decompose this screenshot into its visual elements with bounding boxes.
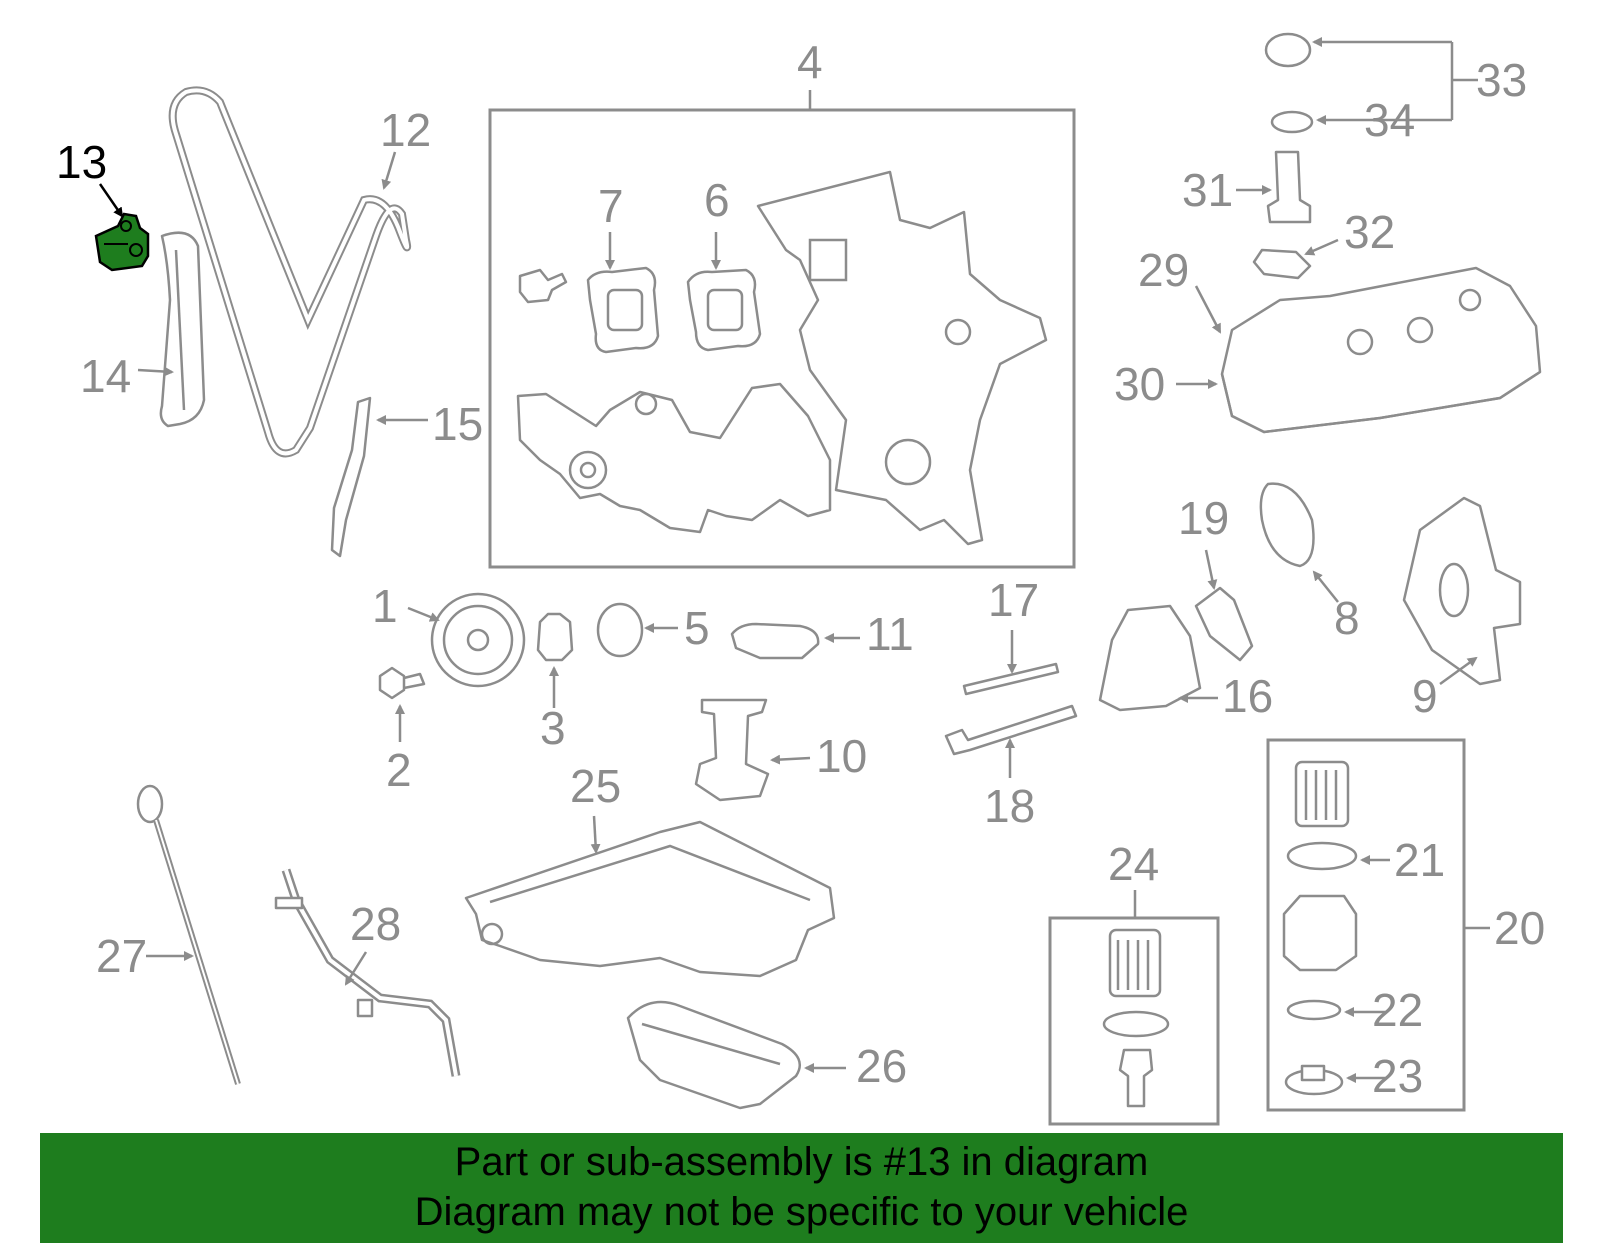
callout-6: 6: [704, 174, 730, 226]
banner-line-disclaimer: Diagram may not be specific to your vehi…: [414, 1190, 1189, 1234]
valve-cover-part-29: [1220, 266, 1542, 434]
callout-16: 16: [1222, 670, 1273, 722]
callout-15: 15: [432, 398, 483, 450]
bolt-part-2: [378, 666, 426, 700]
callout-27: 27: [96, 930, 147, 982]
timing-chain-part-12: [168, 86, 412, 458]
info-banner: Part or sub-assembly is #13 in diagram D…: [40, 1133, 1563, 1243]
banner-line-part: Part or sub-assembly is #13 in diagram: [454, 1140, 1149, 1184]
callout-24: 24: [1108, 838, 1159, 890]
leader-9: [1439, 656, 1478, 686]
group-box-20: [1266, 738, 1466, 1112]
oil-pan-part-26: [626, 1000, 801, 1110]
leader-12: [381, 151, 397, 190]
leader-29: [1194, 285, 1222, 334]
timing-cover-group-4: [516, 170, 1048, 546]
callout-13: 13: [56, 136, 107, 188]
filter-bracket-part-16: [1098, 604, 1202, 712]
callout-33: 33: [1476, 54, 1527, 106]
callout-25: 25: [570, 760, 621, 812]
oil-cap-part-33: [1264, 32, 1312, 68]
leader-14: [137, 366, 174, 377]
oil-filter-group-24: [1102, 928, 1170, 1108]
gear-part-3: [536, 612, 574, 662]
gasket-part-32: [1252, 248, 1312, 280]
callout-26: 26: [856, 1040, 907, 1092]
callout-1: 1: [372, 580, 398, 632]
callout-12: 12: [380, 104, 431, 156]
callout-9: 9: [1412, 670, 1438, 722]
washer-part-34: [1270, 110, 1314, 134]
stud-part-17: [962, 662, 1060, 696]
filler-tube-part-31: [1266, 150, 1312, 224]
callout-4: 4: [797, 36, 823, 88]
callout-10: 10: [816, 730, 867, 782]
callout-20: 20: [1494, 902, 1545, 954]
group-box-4: [488, 108, 1076, 569]
callout-21: 21: [1394, 834, 1445, 886]
gasket-part-19: [1194, 586, 1254, 662]
chain-tensioner-part-13[interactable]: [94, 212, 150, 272]
callout-7: 7: [598, 180, 624, 232]
callout-8: 8: [1334, 592, 1360, 644]
callout-18: 18: [984, 780, 1035, 832]
gasket-part-11: [730, 622, 820, 660]
callout-22: 22: [1372, 984, 1423, 1036]
callout-31: 31: [1182, 164, 1233, 216]
pump-cover-part-9: [1402, 496, 1522, 686]
leader-10: [770, 754, 811, 765]
chain-guide-part-15: [330, 396, 372, 558]
o-ring-part-5: [596, 602, 644, 658]
callout-3: 3: [540, 702, 566, 754]
leader-32: [1304, 238, 1339, 256]
leader-13: [98, 183, 124, 218]
callout-14: 14: [80, 350, 131, 402]
callout-2: 2: [386, 744, 412, 796]
oil-filter-group-20: [1282, 760, 1358, 1096]
leader-19: [1204, 549, 1218, 590]
callout-30: 30: [1114, 358, 1165, 410]
callout-29: 29: [1138, 244, 1189, 296]
strainer-part-10: [694, 698, 770, 802]
oil-pan-part-25: [464, 820, 836, 978]
callout-32: 32: [1344, 206, 1395, 258]
dipstick-tube-part-28: [274, 868, 461, 1077]
callout-5: 5: [684, 602, 710, 654]
callout-34: 34: [1364, 94, 1415, 146]
chain-guide-part-14: [159, 231, 206, 428]
oil-pump-rotor-part-8: [1259, 482, 1315, 568]
dipstick-part-27: [136, 784, 241, 1085]
crank-pulley-part-1: [430, 592, 526, 688]
leader-1: [407, 606, 440, 622]
callout-28: 28: [350, 898, 401, 950]
leader-28: [344, 951, 368, 986]
leader-25: [590, 815, 601, 854]
bolt-part-18: [944, 704, 1078, 756]
callout-17: 17: [988, 574, 1039, 626]
callout-11: 11: [866, 608, 914, 660]
callout-23: 23: [1372, 1050, 1423, 1102]
leader-8: [1312, 570, 1339, 603]
callout-19: 19: [1178, 492, 1229, 544]
